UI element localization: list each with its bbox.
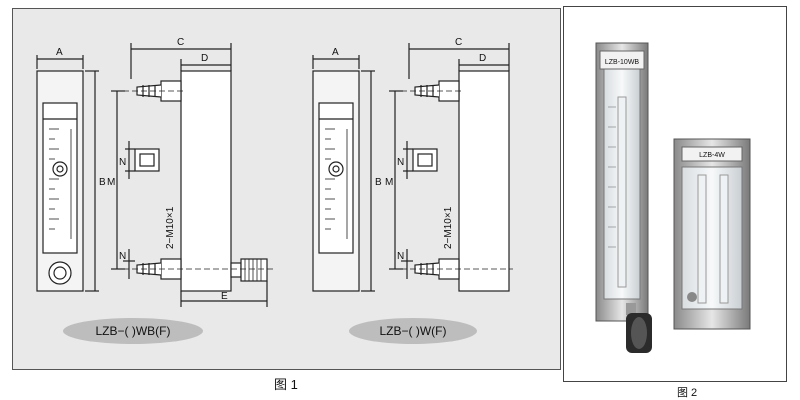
dim-c-left: C <box>177 37 184 48</box>
dim-n-bottom-right: N <box>397 251 404 262</box>
dim-c-right: C <box>455 37 462 48</box>
model-badge-w-bg <box>349 318 477 344</box>
front-view-w <box>312 55 375 292</box>
front-view-wb <box>36 55 99 292</box>
side-view-w <box>389 43 513 292</box>
dim-n-bottom-left: N <box>119 251 126 262</box>
thread-spec-left: 2−M10×1 <box>165 206 176 249</box>
tall-meter-label: LZB-10WB <box>605 59 640 66</box>
dim-n-top-left: N <box>119 157 126 168</box>
model-badge-wb-bg <box>63 318 203 344</box>
technical-drawing: A B C D M N N E 2−M10×1 A B C D M N N 2−… <box>36 37 513 344</box>
flowmeter-tall <box>595 42 652 353</box>
side-view-wb <box>111 43 275 307</box>
model-label-wb: LZB−( )WB(F) <box>96 324 171 338</box>
product-photo: LZB-10WB LZB-4W <box>595 42 751 353</box>
figure-1-panel: A B C D M N N E 2−M10×1 A B C D M N N 2−… <box>12 8 561 370</box>
dim-d-right: D <box>479 53 486 64</box>
dim-a-right: A <box>332 47 339 58</box>
model-label-w: LZB−( )W(F) <box>380 324 447 338</box>
flowmeter-short <box>673 138 751 330</box>
dim-b-right: B <box>375 177 382 188</box>
figure-2-panel: LZB-10WB LZB-4W <box>563 6 787 382</box>
thread-spec-right: 2−M10×1 <box>443 206 454 249</box>
figure-2-caption: 图 2 <box>677 387 698 399</box>
dim-e-left: E <box>221 291 228 302</box>
short-meter-label: LZB-4W <box>699 152 725 159</box>
figure-1-caption: 图 1 <box>274 377 298 392</box>
dim-m-left: M <box>107 177 115 188</box>
dim-d-left: D <box>201 53 208 64</box>
dim-a-left: A <box>56 47 63 58</box>
dim-n-top-right: N <box>397 157 404 168</box>
dim-m-right: M <box>385 177 393 188</box>
dim-b-left: B <box>99 177 106 188</box>
